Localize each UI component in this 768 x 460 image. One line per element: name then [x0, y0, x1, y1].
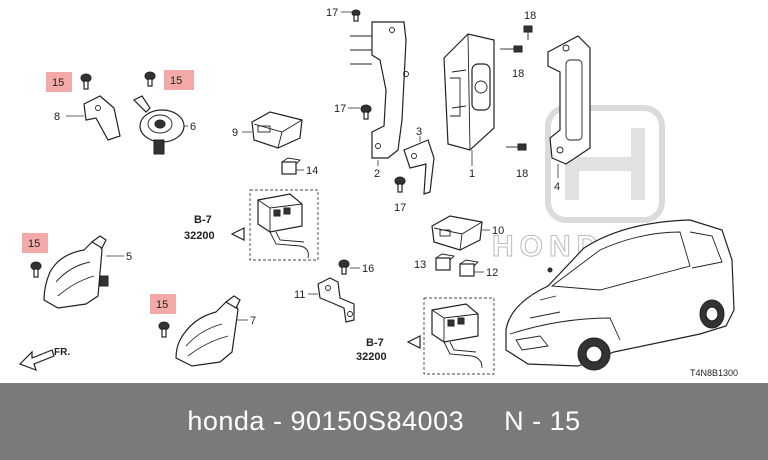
- connector-detail-box-a: [249, 189, 319, 261]
- footer-brand: honda: [187, 406, 265, 436]
- callout-15-b: 15: [170, 75, 182, 87]
- relay-12: [459, 259, 479, 277]
- callout-9: 9: [232, 127, 238, 139]
- callout-8: 8: [54, 111, 60, 123]
- relay-14: [281, 157, 301, 175]
- footer-part-number: 90150S84003: [290, 406, 465, 436]
- callout-16: 16: [362, 263, 374, 275]
- bracket-3: [403, 139, 435, 195]
- bolt-15-d: [158, 321, 170, 338]
- module-10: [431, 215, 483, 251]
- ref-number-b: 32200: [356, 351, 387, 363]
- callout-10: 10: [492, 225, 504, 237]
- footer-caption: honda - 90150S84003 N - 15: [0, 383, 768, 460]
- horn-7: [175, 295, 241, 367]
- callout-15-c: 15: [28, 238, 40, 250]
- callout-15-a: 15: [52, 77, 64, 89]
- connector-b: [431, 303, 483, 369]
- highlight-15-c: [22, 233, 48, 253]
- relay-13: [435, 253, 455, 271]
- exploded-parts-diagram: HONDA 17 2 1: [18, 7, 738, 378]
- bolt-15-b: [144, 71, 156, 87]
- callout-12: 12: [486, 267, 498, 279]
- callout-6: 6: [190, 121, 196, 133]
- footer-bar: honda - 90150S84003 N - 15: [0, 383, 768, 460]
- front-direction-arrow: FR.: [18, 347, 70, 372]
- bracket-4: [547, 35, 591, 165]
- bracket-8: [83, 95, 121, 141]
- ref-section-a: B-7: [194, 214, 212, 226]
- callout-4: 4: [554, 181, 560, 193]
- bolt-17-top: [351, 9, 361, 22]
- honda-logo-watermark: [545, 105, 665, 223]
- car-illustration: [505, 219, 735, 371]
- callout-7: 7: [250, 315, 256, 327]
- highlight-15-b: [164, 70, 194, 90]
- callout-17-middle: 17: [334, 103, 346, 115]
- horn-5: [43, 235, 109, 309]
- callout-14: 14: [306, 165, 318, 177]
- callout-18-c: 18: [516, 168, 528, 180]
- highlight-15-d: [150, 294, 176, 314]
- bolt-18-b: [500, 45, 523, 53]
- bracket-11: [317, 277, 355, 323]
- front-label: FR.: [54, 347, 70, 358]
- ref-number-a: 32200: [184, 230, 215, 242]
- ref-arrow-a: [230, 227, 245, 241]
- footer-separator-2: [464, 406, 504, 437]
- callout-18-a: 18: [524, 10, 536, 22]
- horn-6: [132, 95, 185, 155]
- callout-15-d: 15: [156, 299, 168, 311]
- diagram-code: T4N8B1300: [690, 368, 738, 378]
- bolt-15-c: [30, 261, 42, 278]
- footer-position: N - 15: [504, 406, 581, 436]
- connector-detail-box-b: [423, 297, 495, 375]
- callout-17-top: 17: [326, 7, 338, 19]
- callout-13: 13: [414, 259, 426, 271]
- control-unit-1: [443, 33, 495, 151]
- connector-a: [257, 193, 309, 259]
- bolt-16: [338, 259, 350, 275]
- bolt-17-lower: [394, 176, 406, 193]
- ref-arrow-b: [406, 335, 421, 349]
- module-9: [251, 111, 303, 149]
- footer-separator-1: -: [264, 406, 291, 436]
- callout-11: 11: [294, 289, 305, 301]
- bracket-2: [350, 21, 409, 159]
- ref-section-b: B-7: [366, 337, 384, 349]
- bolt-17-middle: [360, 104, 372, 120]
- bolt-15-a: [80, 73, 92, 90]
- callout-17-lower: 17: [394, 202, 406, 214]
- highlight-15-a: [46, 72, 72, 92]
- callout-1: 1: [469, 168, 475, 180]
- callout-18-b: 18: [512, 68, 524, 80]
- bolt-18-c: [506, 143, 527, 151]
- callout-5: 5: [126, 251, 132, 263]
- callout-3: 3: [416, 126, 422, 138]
- callout-2: 2: [374, 168, 380, 180]
- bolt-18-a: [523, 25, 533, 40]
